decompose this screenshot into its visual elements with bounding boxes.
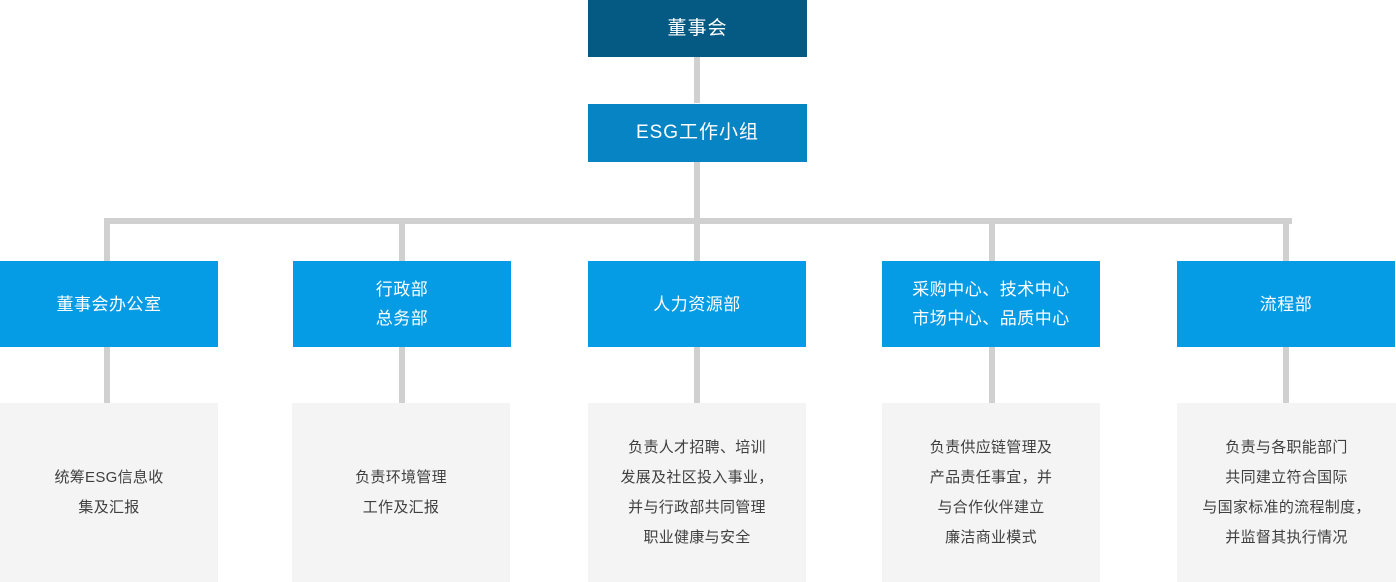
node-department-3[interactable]: 人力资源部 xyxy=(588,261,806,347)
connector-dept-3-to-desc xyxy=(694,346,700,404)
description-box-3-line-4: 职业健康与安全 xyxy=(643,528,751,546)
description-box-3-line-1: 负责人才招聘、培训 xyxy=(628,438,766,456)
description-box-3-line-2: 发展及社区投入事业， xyxy=(620,468,774,486)
description-box-2-line-2: 工作及汇报 xyxy=(362,498,440,516)
node-department-3-label-line-1: 人力资源部 xyxy=(653,294,741,314)
description-box-4: 负责供应链管理及 产品责任事宜，并 与合作伙伴建立 廉洁商业模式 xyxy=(882,403,1100,582)
connector-bus-to-dept-1 xyxy=(104,218,110,263)
node-department-1[interactable]: 董事会办公室 xyxy=(0,261,218,347)
connector-group-to-bus xyxy=(694,162,700,224)
description-box-5-line-3: 与国家标准的流程制度， xyxy=(1202,498,1371,516)
description-box-3-line-3: 并与行政部共同管理 xyxy=(628,498,766,516)
connector-bus-to-dept-4 xyxy=(989,218,995,263)
description-box-4-line-4: 廉洁商业模式 xyxy=(945,528,1037,546)
description-box-2-line-1: 负责环境管理 xyxy=(355,468,447,486)
connector-bus-to-dept-3 xyxy=(694,218,700,263)
connector-bus-to-dept-2 xyxy=(399,218,405,263)
node-department-2-label-line-1: 行政部 xyxy=(375,280,429,299)
node-department-2-label-line-2: 总务部 xyxy=(375,309,429,328)
node-department-4-label-line-2: 市场中心、品质中心 xyxy=(912,309,1070,328)
node-esg-working-group-label: ESG工作小组 xyxy=(635,122,760,143)
connector-dept-4-to-desc xyxy=(989,346,995,404)
description-box-3: 负责人才招聘、培训 发展及社区投入事业， 并与行政部共同管理 职业健康与安全 xyxy=(588,403,806,582)
description-box-1-line-1: 统筹ESG信息收 xyxy=(54,468,164,486)
connector-dept-2-to-desc xyxy=(399,346,405,404)
description-box-4-line-3: 与合作伙伴建立 xyxy=(937,498,1045,516)
description-box-1: 统筹ESG信息收 集及汇报 xyxy=(0,403,218,582)
connector-dept-5-to-desc xyxy=(1283,346,1289,404)
node-esg-working-group[interactable]: ESG工作小组 xyxy=(588,104,807,162)
description-box-4-line-2: 产品责任事宜，并 xyxy=(929,468,1053,486)
node-board-of-directors[interactable]: 董事会 xyxy=(588,0,807,57)
node-department-2[interactable]: 行政部 总务部 xyxy=(293,261,511,347)
description-box-5-line-4: 并监督其执行情况 xyxy=(1225,528,1348,546)
description-box-5: 负责与各职能部门 共同建立符合国际 与国家标准的流程制度， 并监督其执行情况 xyxy=(1177,403,1396,582)
description-box-1-line-2: 集及汇报 xyxy=(78,498,140,516)
connector-dept-1-to-desc xyxy=(104,346,110,404)
node-department-5-label-line-1: 流程部 xyxy=(1259,294,1313,314)
node-board-of-directors-label: 董事会 xyxy=(667,17,728,39)
node-department-5[interactable]: 流程部 xyxy=(1177,261,1395,347)
description-box-4-line-1: 负责供应链管理及 xyxy=(929,438,1053,456)
connector-root-to-group xyxy=(694,56,700,103)
connector-bus-to-dept-5 xyxy=(1283,218,1289,263)
description-box-5-line-2: 共同建立符合国际 xyxy=(1225,468,1348,486)
node-department-1-label-line-1: 董事会办公室 xyxy=(56,294,162,314)
node-department-4-label-line-1: 采购中心、技术中心 xyxy=(912,280,1070,299)
description-box-2: 负责环境管理 工作及汇报 xyxy=(292,403,510,582)
description-box-5-line-1: 负责与各职能部门 xyxy=(1225,438,1348,456)
node-department-4[interactable]: 采购中心、技术中心 市场中心、品质中心 xyxy=(882,261,1100,347)
